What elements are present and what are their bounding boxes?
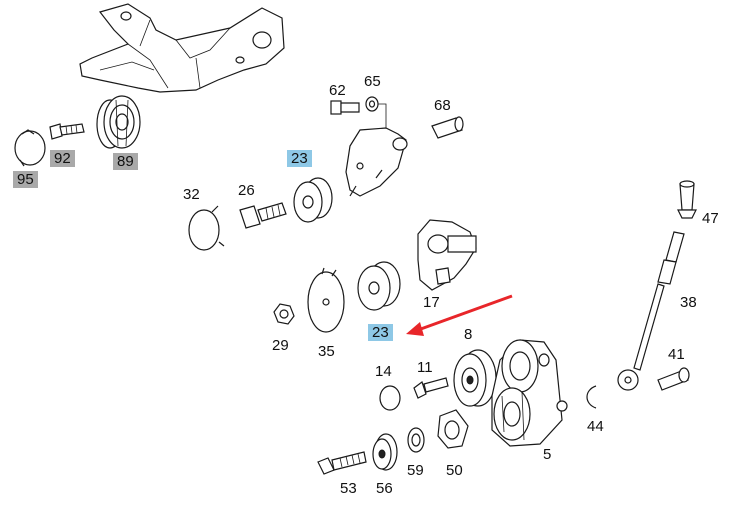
label-53: 53: [340, 480, 357, 497]
part-68-sleeve: [431, 116, 464, 139]
label-23-upper: 23: [287, 150, 312, 167]
engine-bracket: [79, 3, 285, 93]
label-89: 89: [113, 153, 138, 170]
part-5-tensioner: [491, 339, 568, 447]
label-8: 8: [464, 326, 473, 343]
part-41-bolt: [657, 367, 690, 391]
label-56: 56: [376, 480, 393, 497]
part-38-rod: [617, 231, 685, 391]
label-41: 41: [668, 346, 685, 363]
part-14-cap: [379, 385, 401, 411]
part-8-pulley: [453, 349, 497, 407]
label-38: 38: [680, 294, 697, 311]
part-59-ring: [407, 427, 425, 453]
part-47-bolt: [677, 180, 697, 219]
label-59: 59: [407, 462, 424, 479]
label-26: 26: [238, 182, 255, 199]
part-32-cap: [188, 205, 225, 251]
part-11-bolt: [413, 377, 449, 399]
label-65: 65: [364, 73, 381, 90]
label-17: 17: [423, 294, 440, 311]
label-50: 50: [446, 462, 463, 479]
red-arrow-icon: [406, 294, 513, 336]
part-23-roller-lower: [357, 261, 401, 311]
label-32: 32: [183, 186, 200, 203]
label-14: 14: [375, 363, 392, 380]
label-95: 95: [13, 171, 38, 188]
part-50-clip: [437, 409, 469, 449]
label-11: 11: [417, 359, 433, 376]
label-47: 47: [702, 210, 719, 227]
part-53-bolt: [317, 451, 367, 475]
label-23-lower: 23: [368, 324, 393, 341]
tensioner-bracket: [345, 127, 408, 197]
label-29: 29: [272, 337, 289, 354]
part-35-disc: [307, 267, 345, 333]
label-5: 5: [543, 446, 552, 463]
part-29-nut: [273, 303, 295, 325]
part-44-clip: [586, 385, 597, 409]
part-23-roller-upper: [293, 177, 333, 223]
part-62-bolt: [330, 100, 360, 115]
label-68: 68: [434, 97, 451, 114]
part-26-bolt: [239, 202, 287, 229]
label-44: 44: [587, 418, 604, 435]
label-62: 62: [329, 82, 346, 99]
part-56-pulley: [372, 433, 398, 471]
label-92: 92: [50, 150, 75, 167]
part-95-cap: [14, 129, 46, 167]
part-89-pulley: [96, 95, 141, 149]
part-17-arm: [417, 219, 477, 291]
part-92-bolt: [49, 123, 85, 140]
label-35: 35: [318, 343, 335, 360]
